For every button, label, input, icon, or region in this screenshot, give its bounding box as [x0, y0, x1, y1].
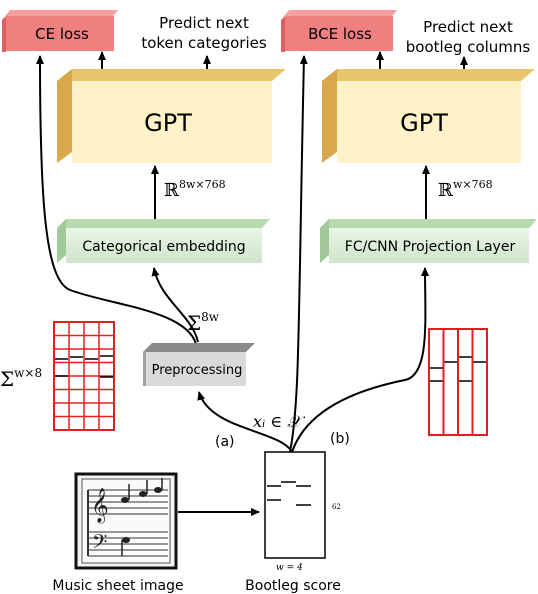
predict-tokens-line2: token categories [141, 34, 267, 52]
xi-to-fc-path [291, 267, 430, 453]
predict-columns-line2: bootleg columns [406, 38, 531, 56]
token-grid [53, 321, 115, 431]
preproc-to-ce-path [36, 55, 197, 345]
gpt-right-box: GPT [322, 69, 535, 163]
gpt-right-label: GPT [400, 109, 448, 137]
treble-clef-icon: 𝄞 [91, 488, 109, 524]
bce-loss-box: BCE loss [281, 10, 397, 52]
music-sheet-caption: Music sheet image [52, 578, 183, 594]
column-grid-column [428, 328, 445, 436]
ce-loss-box: CE loss [2, 10, 118, 52]
preprocessing-label: Preprocessing [152, 363, 243, 378]
bootleg-score: 62 w = 4 [264, 451, 341, 573]
xi-to-preproc-arrow [197, 391, 293, 453]
column-grid-column [471, 328, 488, 436]
sigma-w8: Σw×8 [0, 366, 42, 391]
label-b: (b) [330, 431, 350, 447]
column-grid-column [442, 328, 459, 436]
xi-label: xᵢ ∈ 𝒳 [253, 412, 306, 431]
gpt-left-box: GPT [57, 69, 286, 163]
bootleg-caption: Bootleg score [245, 578, 341, 594]
categorical-embedding-box: Categorical embedding [57, 219, 270, 263]
bootleg-w: w = 4 [276, 563, 303, 573]
predict-columns-line1: Predict next [423, 18, 513, 36]
gpt-left-label: GPT [144, 109, 192, 137]
bass-clef-icon: 𝄢 [92, 530, 107, 558]
fc-cnn-box: FC/CNN Projection Layer [320, 219, 537, 263]
categorical-embedding-label: Categorical embedding [82, 239, 245, 255]
bootleg-62: 62 [332, 503, 341, 511]
column-grid [428, 328, 488, 436]
dim-right: ℝw×768 [438, 178, 493, 201]
preproc-to-embed-arrow [151, 267, 199, 343]
sigma-8w: Σ8w [187, 310, 220, 335]
label-a: (a) [215, 434, 235, 450]
column-grid-column [457, 328, 474, 436]
ce-loss-label: CE loss [35, 25, 89, 43]
dim-left: ℝ8w×768 [164, 178, 226, 201]
preprocessing-box: Preprocessing [143, 343, 255, 386]
predict-tokens-line1: Predict next [159, 14, 249, 32]
xi-to-bce-path [289, 55, 308, 453]
bce-loss-label: BCE loss [308, 25, 372, 43]
fc-cnn-label: FC/CNN Projection Layer [345, 239, 516, 255]
music-sheet-image: 𝄞 𝄢 [74, 472, 178, 570]
